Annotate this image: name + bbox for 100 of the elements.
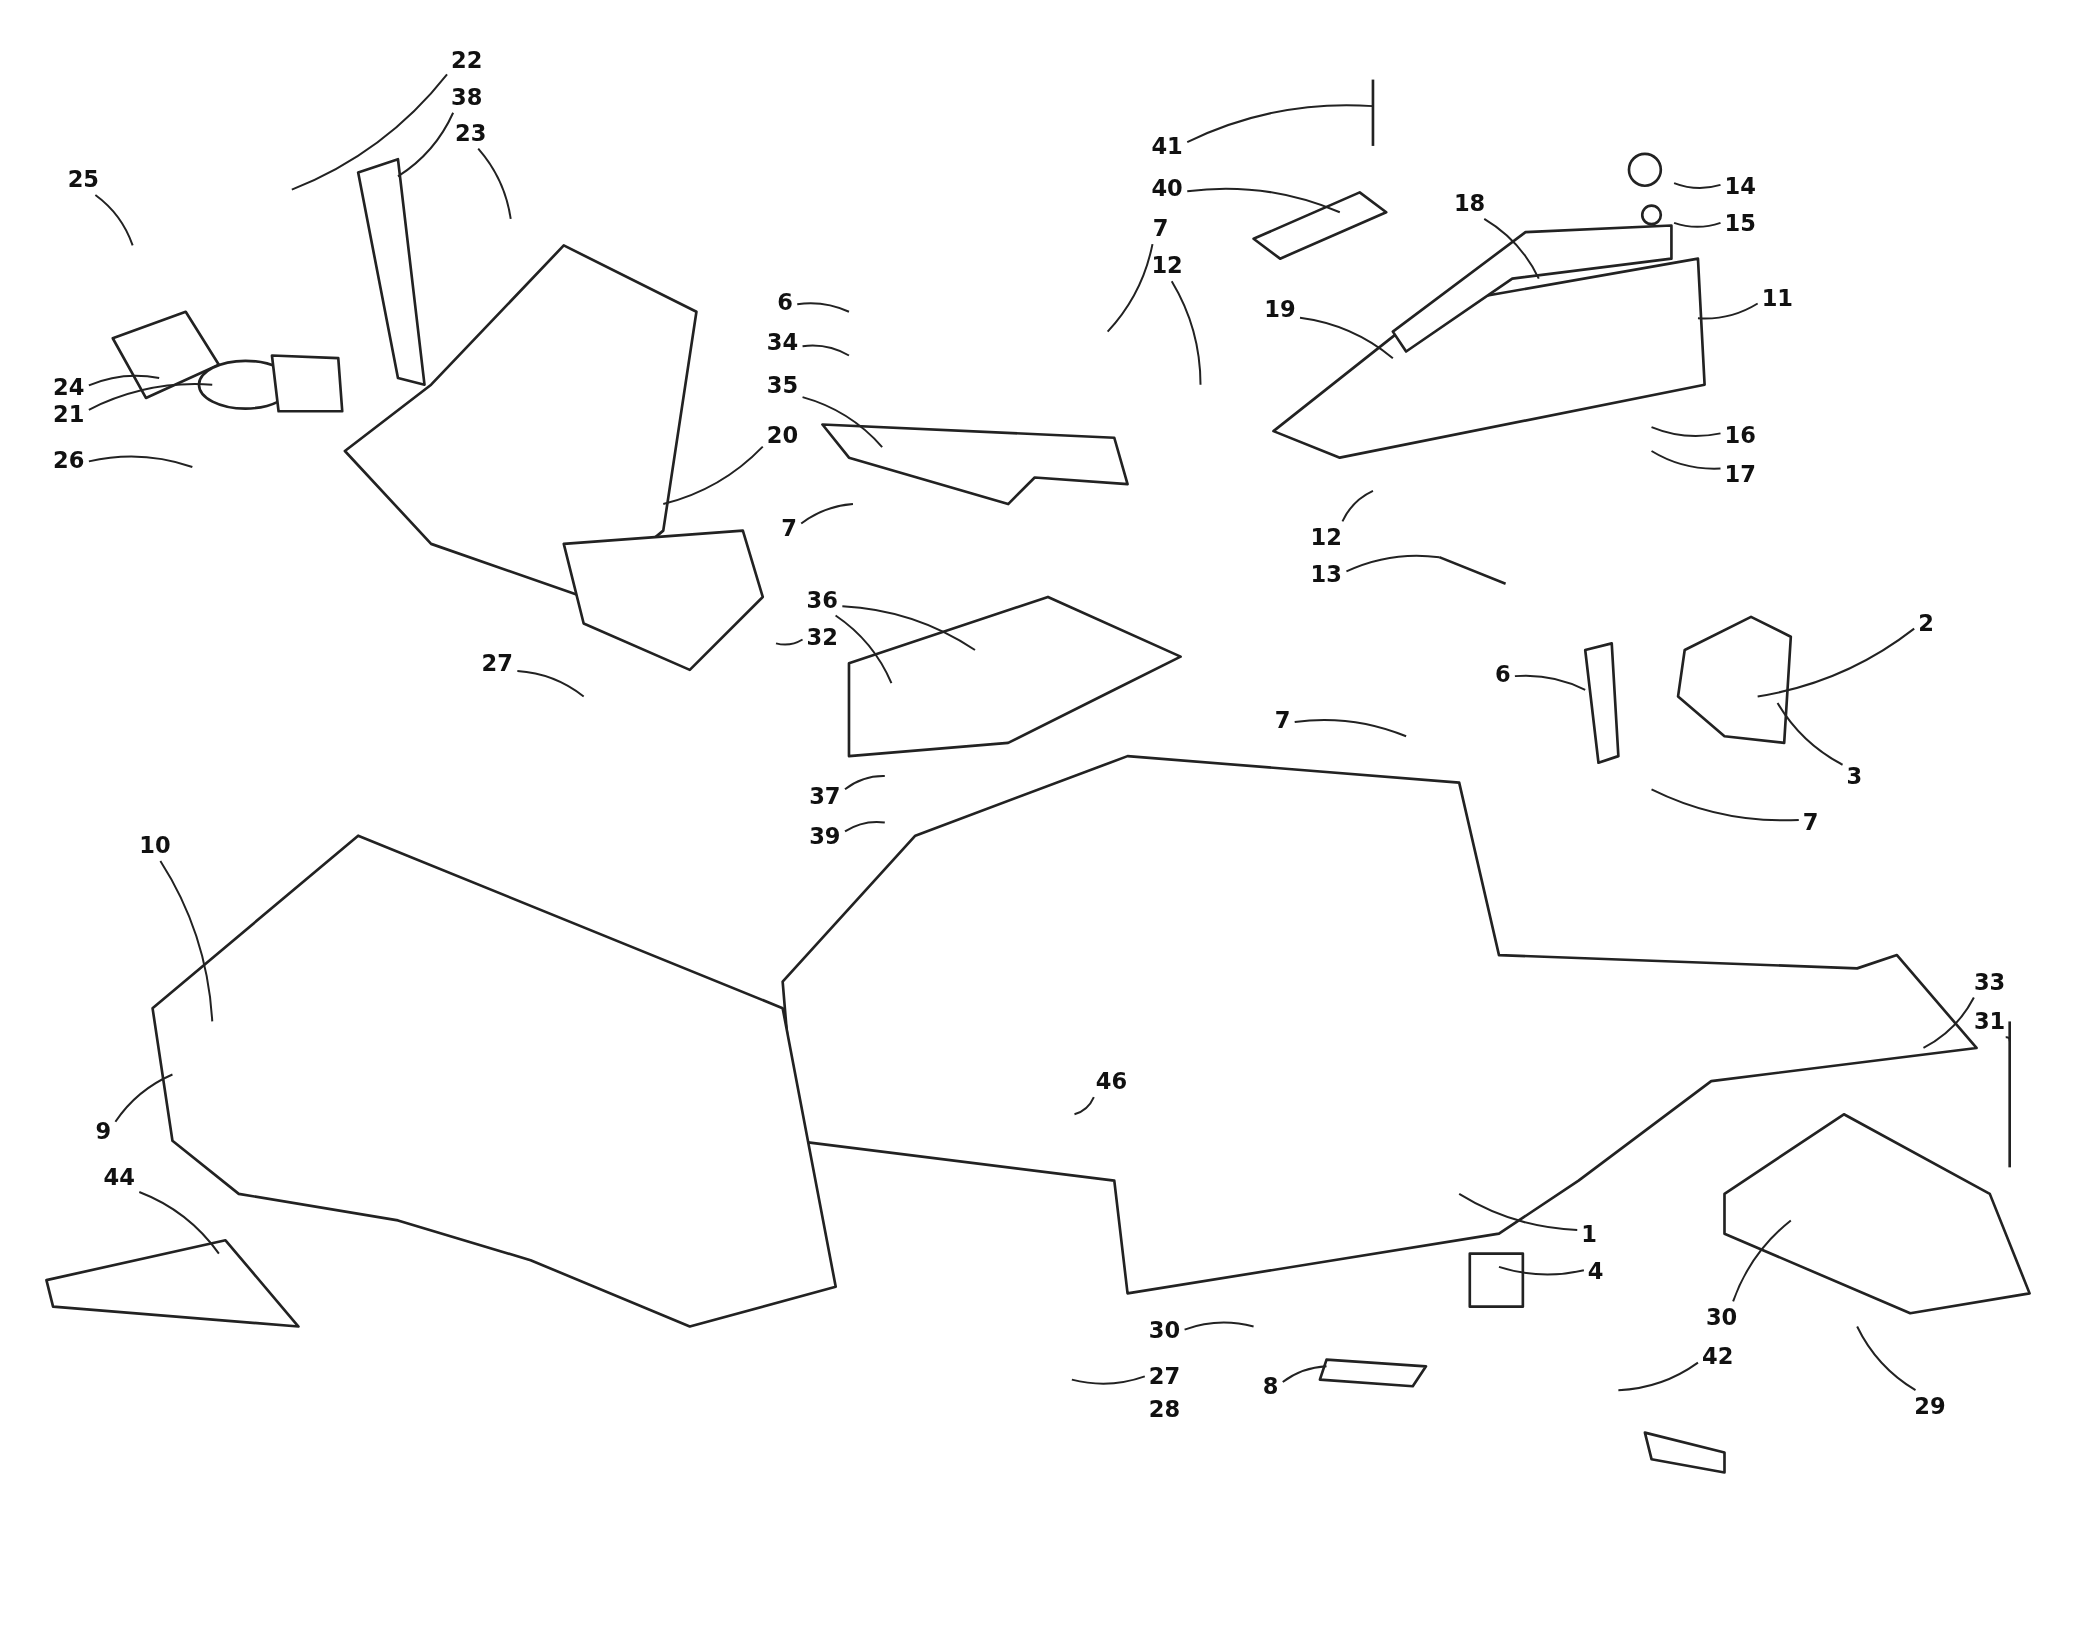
leader-line [159,859,214,1023]
leader-line [841,605,976,651]
callout-number: 16 [1724,423,1756,448]
callout-number: 27 [1148,1363,1181,1388]
leader-line [1458,1192,1579,1231]
leader-line [114,1073,174,1123]
leader-line [844,820,886,833]
leader-line [1073,1096,1095,1116]
leader-line [796,302,850,313]
leader-line [87,374,161,387]
callout-number: 7 [781,516,798,540]
leader-line [834,614,893,685]
leader-line [1732,1219,1792,1303]
leader-line [1183,1321,1255,1331]
leader-line [800,503,854,525]
leader-line [1922,996,1975,1049]
callout-number: 12 [1310,525,1342,550]
callout-number: 6 [1495,661,1511,686]
leader-line [1281,1365,1328,1383]
callout-number: 25 [67,167,100,191]
callout-number: 17 [1724,461,1756,486]
leader-line [290,73,449,191]
leader-line [1293,718,1408,738]
callout-number: 19 [1264,297,1296,321]
callout-number: 14 [1724,173,1756,198]
callout-number: 33 [1973,969,2006,994]
leader-line [1498,1265,1585,1276]
leader-line [801,396,884,449]
callout-number: 7 [1152,216,1169,241]
leader-line [1341,489,1374,523]
callout-number: 26 [53,448,85,473]
leader-line [1856,1325,1917,1392]
leader-line [1483,217,1540,280]
callout-number: 21 [53,401,85,426]
callout-number: 4 [1587,1258,1604,1283]
callout-number: 41 [1151,134,1183,158]
leader-line [1186,187,1341,214]
leader-line [396,111,455,178]
callout-number: 31 [1973,1009,2006,1034]
callout-number: 10 [139,833,171,857]
callout-number: 1 [1581,1221,1597,1246]
leader-line [1299,316,1394,360]
callout-number: 2 [1918,611,1934,636]
callout-number: 8 [1262,1374,1279,1399]
callout-number: 11 [1761,286,1794,311]
leader-line [1617,1361,1699,1392]
leader-line [138,1191,220,1255]
callout-number: 15 [1724,210,1756,235]
leader-line [775,638,804,646]
callout-number: 13 [1310,562,1342,587]
callout-number: 30 [1705,1305,1738,1330]
leader-line [1776,702,1844,766]
leader-line [1673,182,1722,189]
callout-number: 23 [455,120,487,145]
leader-line [1650,426,1722,438]
leader-line [87,383,214,411]
leader-line [1696,302,1759,320]
callout-number: 40 [1151,176,1183,201]
callout-number: 7 [1274,708,1291,733]
leader-line [87,455,194,468]
leader-line [1106,243,1154,333]
callout-number: 28 [1148,1396,1181,1421]
callout-number: 6 [777,290,794,315]
leader-line [2004,1036,2011,1043]
callout-number: 24 [53,375,85,400]
callout-number: 35 [766,372,799,397]
leader-line [1070,1375,1146,1385]
callout-number: 12 [1151,253,1183,278]
callout-number: 22 [451,47,483,72]
leader-line [1650,788,1800,822]
leader-line [1673,221,1722,228]
callout-number: 27 [481,651,513,676]
leader-line [1513,674,1587,691]
callout-number: 37 [809,784,841,808]
callout-number: 3 [1846,764,1863,788]
leader-line [94,194,134,247]
callout-number: 7 [1802,810,1819,835]
leader-line [1170,280,1202,386]
callout-number: 46 [1095,1069,1128,1094]
callout-number: 30 [1148,1318,1181,1343]
callout-number: 38 [451,84,483,109]
leader-line [844,775,886,791]
callout-number: 20 [766,423,799,448]
callout-number: 9 [95,1119,112,1144]
callout-number: 39 [809,823,841,848]
callout-number: 42 [1701,1343,1734,1368]
callout-number: 34 [766,330,799,355]
leader-line [516,669,585,698]
callout-number: 18 [1453,191,1486,215]
leader-line [1650,450,1722,470]
callout-number: 32 [806,624,838,649]
leader-line [801,344,850,357]
leader-line [662,445,764,506]
callout-number: 36 [806,587,838,612]
leader-line [1756,627,1916,698]
leader-line [477,147,512,220]
callout-number: 29 [1914,1394,1946,1419]
leader-line [1345,554,1441,573]
callout-number: 44 [103,1164,135,1189]
leader-line [1186,104,1374,144]
